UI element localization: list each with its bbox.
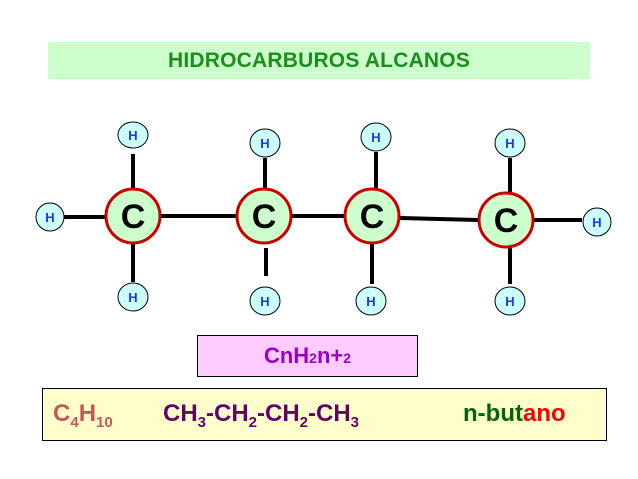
- hydrogen-atom: H: [117, 121, 149, 149]
- molecular-formula: C4H10: [53, 400, 113, 431]
- formula-part: CnH: [263, 343, 310, 368]
- svg-text:H: H: [366, 294, 375, 309]
- carbon-atom: C: [343, 187, 401, 245]
- hydrogen-atom: H: [355, 286, 387, 316]
- svg-text:H: H: [45, 210, 54, 225]
- hydrogen-atom: H: [117, 282, 149, 312]
- formula-part: -CH: [206, 400, 249, 427]
- subscript: 4: [70, 414, 79, 431]
- carbon-atoms: C C C C: [104, 187, 535, 249]
- carbon-atom: C: [235, 187, 293, 245]
- general-formula-box: CnH2n+2: [197, 335, 418, 377]
- svg-text:H: H: [260, 136, 269, 151]
- svg-text:C: C: [494, 202, 519, 240]
- carbon-atom: C: [477, 191, 535, 249]
- slide-title: HIDROCARBUROS ALCANOS: [167, 48, 471, 72]
- bonds: [64, 152, 582, 284]
- svg-text:C: C: [121, 198, 146, 236]
- subscript: 10: [96, 414, 113, 431]
- example-box: C4H10 CH3-CH2-CH2-CH3 n-butano: [42, 388, 607, 441]
- subscript: 2: [248, 414, 258, 431]
- condensed-formula: CH3-CH2-CH2-CH3: [163, 400, 360, 431]
- hydrogen-atom: H: [494, 128, 526, 158]
- subscript: 2: [299, 414, 309, 431]
- svg-text:H: H: [128, 290, 137, 305]
- formula-part: -CH: [308, 400, 351, 427]
- svg-text:C: C: [252, 198, 277, 236]
- svg-text:H: H: [371, 130, 380, 145]
- formula-part: H: [78, 400, 97, 427]
- hydrogen-atom: H: [249, 286, 281, 316]
- formula-part: 2: [343, 350, 352, 366]
- subscript: 3: [197, 414, 207, 431]
- svg-text:H: H: [592, 215, 601, 230]
- svg-text:H: H: [128, 128, 137, 143]
- hydrogen-atom: H: [582, 207, 612, 237]
- general-formula: CnH2n+2: [264, 343, 351, 369]
- bond: [399, 216, 479, 222]
- title-banner: HIDROCARBUROS ALCANOS: [48, 42, 590, 79]
- formula-part: -CH: [257, 400, 300, 427]
- formula-part: C: [53, 400, 71, 427]
- hydrogen-atom: H: [360, 122, 392, 152]
- hydrogen-atom: H: [35, 202, 65, 232]
- hydrogen-atoms: H H H H H H H H H H: [35, 121, 612, 316]
- name-suffix: ano: [522, 400, 566, 427]
- carbon-atom: C: [104, 187, 162, 245]
- svg-text:C: C: [360, 198, 385, 236]
- hydrogen-atom: H: [494, 286, 526, 316]
- formula-part: CH: [163, 400, 198, 427]
- compound-name: n-butano: [463, 400, 566, 428]
- name-prefix: n-but: [463, 400, 523, 427]
- formula-part: n+: [316, 343, 344, 368]
- svg-text:H: H: [505, 136, 514, 151]
- subscript: 3: [350, 414, 360, 431]
- formula-part: 2: [309, 350, 317, 366]
- svg-text:H: H: [505, 294, 514, 309]
- hydrogen-atom: H: [249, 128, 281, 158]
- svg-text:H: H: [260, 294, 269, 309]
